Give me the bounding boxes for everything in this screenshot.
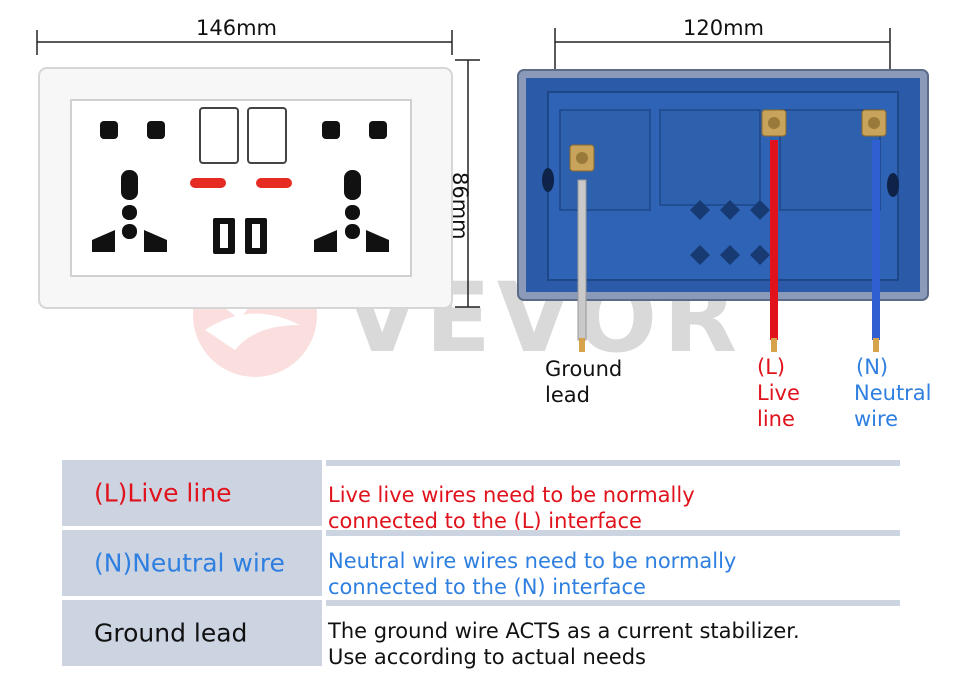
front-width-label: 146mm (196, 16, 277, 40)
table-row-ground: Ground lead The ground wire ACTS as a cu… (62, 600, 900, 669)
live-line-label: Live line (757, 381, 800, 431)
ground-lead-title: Ground lead (94, 618, 248, 648)
neutral-wire (872, 140, 880, 352)
live-wire (770, 140, 778, 352)
front-height-dimension (455, 59, 480, 308)
indicator-lights (190, 178, 292, 188)
usb-ports (213, 218, 267, 254)
ground-lead-description: The ground wire ACTS as a current stabil… (328, 619, 800, 669)
neutral-wire-description: Neutral wire wires need to be normally c… (328, 549, 737, 599)
table-row-live: (L)Live line Live live wires need to be … (62, 460, 900, 533)
row-header-neutral: (N)Neutral wire (62, 530, 322, 596)
socket-front-plate (38, 67, 453, 309)
live-line-description: Live live wires need to be normally conn… (328, 483, 695, 533)
row-desc-ground: The ground wire ACTS as a current stabil… (326, 600, 900, 669)
socket-back-box (517, 69, 929, 301)
table-row-neutral: (N)Neutral wire Neutral wire wires need … (62, 530, 900, 599)
rocker-switches (199, 107, 287, 164)
live-line-title: (L)Live line (94, 478, 232, 508)
ground-wire (577, 179, 587, 352)
ground-lead-label: Ground lead (545, 357, 623, 407)
left-outlet (92, 121, 167, 252)
front-height-label: 86mm (448, 172, 472, 240)
neutral-wire-label: Neutral wire (854, 381, 932, 431)
front-width-dimension (36, 30, 453, 55)
row-desc-live: Live live wires need to be normally conn… (326, 460, 900, 533)
neutral-code-label: (N) (856, 355, 889, 379)
row-header-ground: Ground lead (62, 600, 322, 666)
back-width-label: 120mm (683, 16, 764, 40)
row-desc-neutral: Neutral wire wires need to be normally c… (326, 530, 900, 599)
neutral-wire-title: (N)Neutral wire (94, 548, 285, 578)
row-header-live: (L)Live line (62, 460, 322, 526)
live-code-label: (L) (757, 355, 786, 379)
right-outlet (314, 121, 389, 252)
